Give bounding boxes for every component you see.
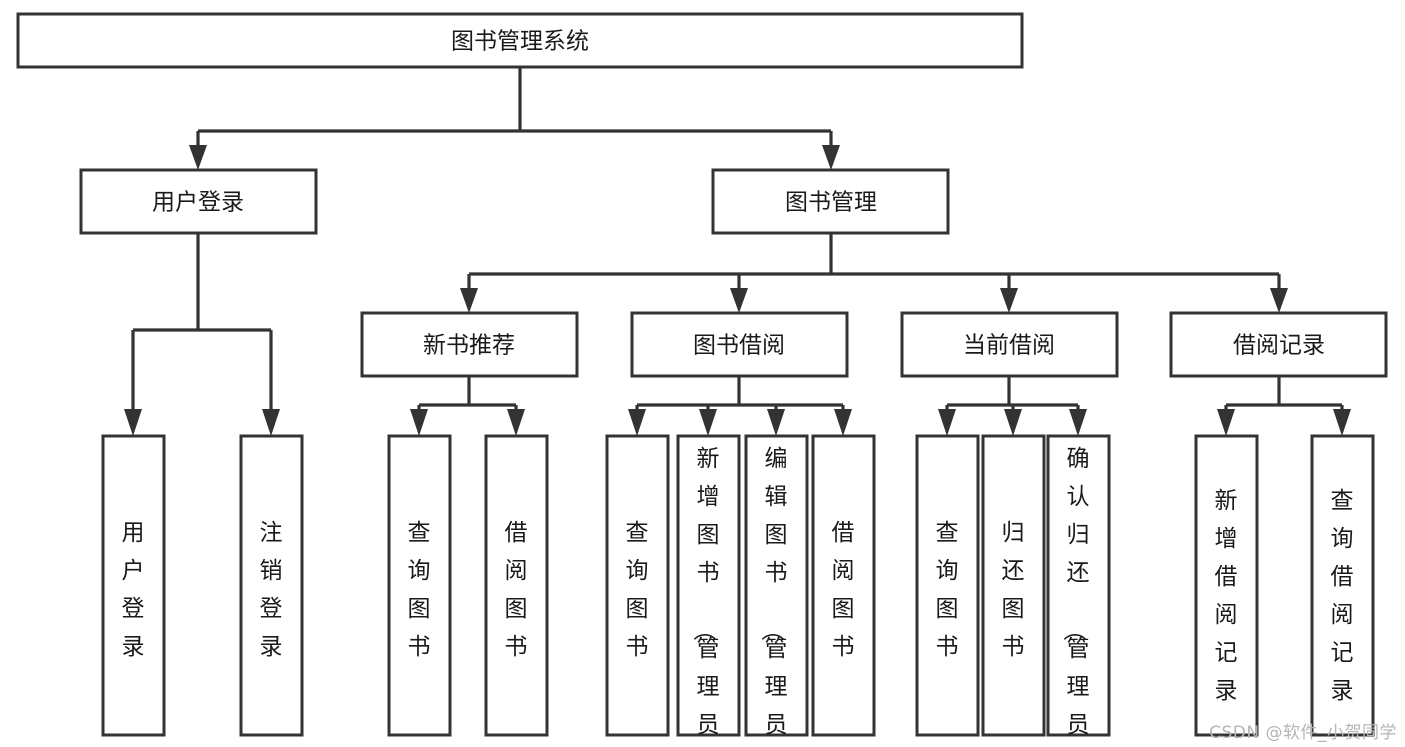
node-leaf-add-record-box[interactable] — [1194, 434, 1259, 737]
arrow-to-book-borrow — [730, 288, 748, 313]
arrow-to-leaf-edit-book — [767, 409, 785, 436]
arrow-to-borrow-record — [1270, 288, 1288, 313]
node-leaf-user-login-label: 用户登录 — [122, 520, 145, 660]
node-leaf-query-book-3-box[interactable] — [915, 434, 980, 737]
connector-group-book-management — [460, 233, 1288, 313]
node-leaf-borrow-book-2[interactable]: 借阅图书 — [811, 434, 876, 737]
node-borrow-record-box[interactable] — [1169, 311, 1388, 378]
node-leaf-query-record[interactable]: 查询借阅记录 — [1310, 434, 1375, 737]
connector-group-current-borrow — [938, 376, 1087, 436]
node-root-label: 图书管理系统 — [451, 29, 589, 55]
node-book-management-box[interactable] — [711, 168, 950, 235]
node-root-box[interactable] — [16, 12, 1024, 69]
arrow-to-leaf-user-login — [124, 409, 142, 436]
node-leaf-add-book[interactable]: 新增图书（管理员） — [676, 434, 741, 747]
node-leaf-query-book-1-box[interactable] — [387, 434, 452, 737]
arrow-to-leaf-confirm-return — [1069, 409, 1087, 436]
node-leaf-edit-book-label: 编辑图书（管理员） — [759, 446, 788, 747]
node-user-login-label: 用户登录 — [152, 190, 244, 216]
arrow-to-leaf-query-book-3 — [938, 409, 956, 436]
node-borrow-record-label: 借阅记录 — [1233, 333, 1325, 359]
csdn-watermark: CSDN @软件_小贺同学 — [1209, 723, 1397, 743]
node-leaf-user-logout-label: 注销登录 — [260, 520, 283, 660]
arrow-to-leaf-return-book — [1004, 409, 1022, 436]
node-new-book-recommend-label: 新书推荐 — [423, 333, 515, 359]
arrow-to-leaf-query-book-2 — [628, 409, 646, 436]
connector-group-book-borrow — [628, 376, 852, 436]
node-leaf-query-book-3-label: 查询图书 — [936, 520, 959, 660]
node-leaf-confirm-return-label: 确认归还（管理员） — [1061, 446, 1090, 747]
arrow-to-leaf-add-book — [699, 409, 717, 436]
node-new-book-recommend[interactable]: 新书推荐 — [360, 311, 579, 378]
node-current-borrow-label: 当前借阅 — [963, 333, 1055, 359]
node-leaf-edit-book[interactable]: 编辑图书（管理员） — [744, 434, 809, 747]
arrow-root-to-user-login — [189, 145, 207, 170]
arrow-to-leaf-add-record — [1217, 409, 1235, 436]
node-leaf-add-record-label: 新增借阅记录 — [1215, 488, 1238, 704]
connector-group-user-login — [124, 233, 280, 436]
connector-group-root — [189, 67, 840, 170]
node-book-borrow-box[interactable] — [630, 311, 849, 378]
node-leaf-borrow-book-1-label: 借阅图书 — [505, 520, 528, 660]
node-book-management-label: 图书管理 — [785, 190, 877, 216]
node-leaf-return-book[interactable]: 归还图书 — [981, 434, 1046, 737]
node-leaf-user-logout-box[interactable] — [239, 434, 304, 737]
node-leaf-query-book-1-label: 查询图书 — [408, 520, 431, 660]
connector-group-borrow-record — [1217, 376, 1351, 436]
node-leaf-query-book-2[interactable]: 查询图书 — [605, 434, 670, 737]
node-book-borrow[interactable]: 图书借阅 — [630, 311, 849, 378]
node-leaf-borrow-book-1-box[interactable] — [484, 434, 549, 737]
node-user-login-box[interactable] — [79, 168, 318, 235]
node-leaf-query-book-2-box[interactable] — [605, 434, 670, 737]
node-leaf-add-record[interactable]: 新增借阅记录 — [1194, 434, 1259, 737]
node-book-borrow-label: 图书借阅 — [693, 333, 785, 359]
node-user-login[interactable]: 用户登录 — [79, 168, 318, 235]
node-leaf-return-book-label: 归还图书 — [1002, 520, 1025, 660]
arrow-to-leaf-borrow-book-1 — [507, 409, 525, 436]
node-leaf-add-book-label: 新增图书（管理员） — [691, 446, 720, 747]
node-leaf-edit-book-box[interactable] — [744, 434, 809, 737]
node-leaf-user-login[interactable]: 用户登录 — [101, 434, 166, 737]
node-leaf-query-record-label: 查询借阅记录 — [1331, 488, 1354, 704]
node-leaf-borrow-book-2-box[interactable] — [811, 434, 876, 737]
node-leaf-confirm-return-box[interactable] — [1046, 434, 1111, 737]
node-current-borrow[interactable]: 当前借阅 — [900, 311, 1119, 378]
node-leaf-query-book-2-label: 查询图书 — [626, 520, 649, 660]
arrow-root-to-book-management — [822, 145, 840, 170]
arrow-to-leaf-user-logout — [262, 409, 280, 436]
node-leaf-add-book-box[interactable] — [676, 434, 741, 737]
node-leaf-query-book-3[interactable]: 查询图书 — [915, 434, 980, 737]
arrow-to-leaf-query-record — [1333, 409, 1351, 436]
arrow-to-current-borrow — [1000, 288, 1018, 313]
arrow-to-leaf-borrow-book-2 — [834, 409, 852, 436]
node-leaf-return-book-box[interactable] — [981, 434, 1046, 737]
arrow-to-new-book-recommend — [460, 288, 478, 313]
node-leaf-borrow-book-1[interactable]: 借阅图书 — [484, 434, 549, 737]
node-borrow-record[interactable]: 借阅记录 — [1169, 311, 1388, 378]
node-leaf-query-record-box[interactable] — [1310, 434, 1375, 737]
node-leaf-user-logout[interactable]: 注销登录 — [239, 434, 304, 737]
node-current-borrow-box[interactable] — [900, 311, 1119, 378]
connector-group-new-book-recommend — [410, 376, 525, 436]
node-root[interactable]: 图书管理系统 — [16, 12, 1024, 69]
node-leaf-query-book-1[interactable]: 查询图书 — [387, 434, 452, 737]
node-leaf-user-login-box[interactable] — [101, 434, 166, 737]
arrow-to-leaf-query-book-1 — [410, 409, 428, 436]
node-new-book-recommend-box[interactable] — [360, 311, 579, 378]
node-leaf-borrow-book-2-label: 借阅图书 — [832, 520, 855, 660]
node-leaf-confirm-return[interactable]: 确认归还（管理员） — [1046, 434, 1111, 747]
node-book-management[interactable]: 图书管理 — [711, 168, 950, 235]
